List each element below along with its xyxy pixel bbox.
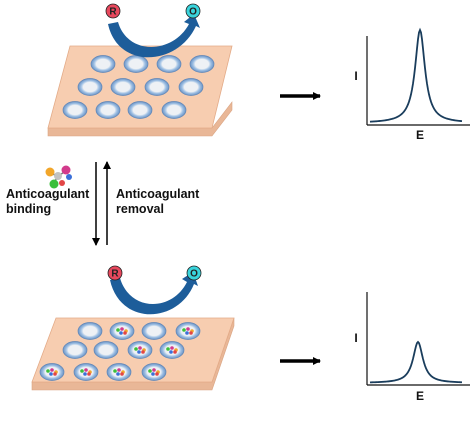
- bottom-oxidized-label: O: [190, 269, 198, 280]
- bottom-well-8: [159, 341, 185, 359]
- top-reduced-label: R: [109, 7, 117, 18]
- bottom-reduced-label: R: [111, 269, 119, 280]
- top-plot-xlabel: E: [416, 128, 424, 142]
- top-well-10: [95, 101, 121, 119]
- top-well-7: [144, 78, 170, 96]
- top-well-9: [62, 101, 88, 119]
- bottom-well-12: [141, 363, 167, 381]
- top-sensor-plate: [47, 45, 233, 137]
- bottom-redox-group: R O: [107, 265, 202, 315]
- top-oxidized-circle: [185, 3, 201, 19]
- bottom-plot-xlabel: E: [416, 389, 424, 403]
- bottom-voltammogram: I E: [354, 292, 470, 403]
- top-well-11: [127, 101, 153, 119]
- bottom-well-3: [141, 322, 167, 340]
- top-well-8: [178, 78, 204, 96]
- top-well-4: [189, 55, 215, 73]
- top-well-2: [123, 55, 149, 73]
- top-reduced-circle: [105, 3, 121, 19]
- top-redox-arrow: [108, 14, 200, 58]
- bottom-well-1: [77, 322, 103, 340]
- top-well-6: [110, 78, 136, 96]
- process-arrows: [92, 161, 111, 246]
- removal-label-line2: removal: [116, 202, 164, 216]
- top-wells: [62, 55, 215, 119]
- anticoagulant-molecule-icon: [45, 165, 72, 189]
- bottom-well-2: [109, 322, 135, 340]
- bottom-plot-ylabel: I: [354, 331, 357, 345]
- bottom-well-10: [73, 363, 99, 381]
- removal-label: Anticoagulant removal: [116, 187, 199, 217]
- binding-label-line1: Anticoagulant: [6, 187, 90, 201]
- top-well-12: [161, 101, 187, 119]
- top-redox-group: R O: [105, 3, 201, 58]
- top-oxidized-label: O: [189, 7, 197, 18]
- binding-label: Anticoagulant binding: [6, 187, 89, 217]
- bottom-oxidized-circle: [186, 265, 202, 281]
- bottom-well-7: [127, 341, 153, 359]
- binding-label-line2: binding: [6, 202, 52, 216]
- bottom-well-6: [93, 341, 119, 359]
- bottom-peak-curve: [369, 340, 463, 384]
- bottom-well-9: [39, 363, 65, 381]
- top-plot-ylabel: I: [354, 69, 357, 83]
- bottom-reduced-circle: [107, 265, 123, 281]
- top-voltammogram: I E: [354, 27, 470, 142]
- removal-label-line1: Anticoagulant: [116, 187, 200, 201]
- bottom-well-4: [175, 322, 201, 340]
- bottom-wells: [39, 322, 201, 381]
- top-well-5: [77, 78, 103, 96]
- bottom-well-11: [106, 363, 132, 381]
- bottom-sensor-plate: [31, 317, 235, 391]
- top-well-1: [90, 55, 116, 73]
- top-peak-curve: [369, 27, 463, 123]
- top-well-3: [156, 55, 182, 73]
- bottom-redox-arrow: [110, 272, 198, 315]
- bottom-well-5: [62, 341, 88, 359]
